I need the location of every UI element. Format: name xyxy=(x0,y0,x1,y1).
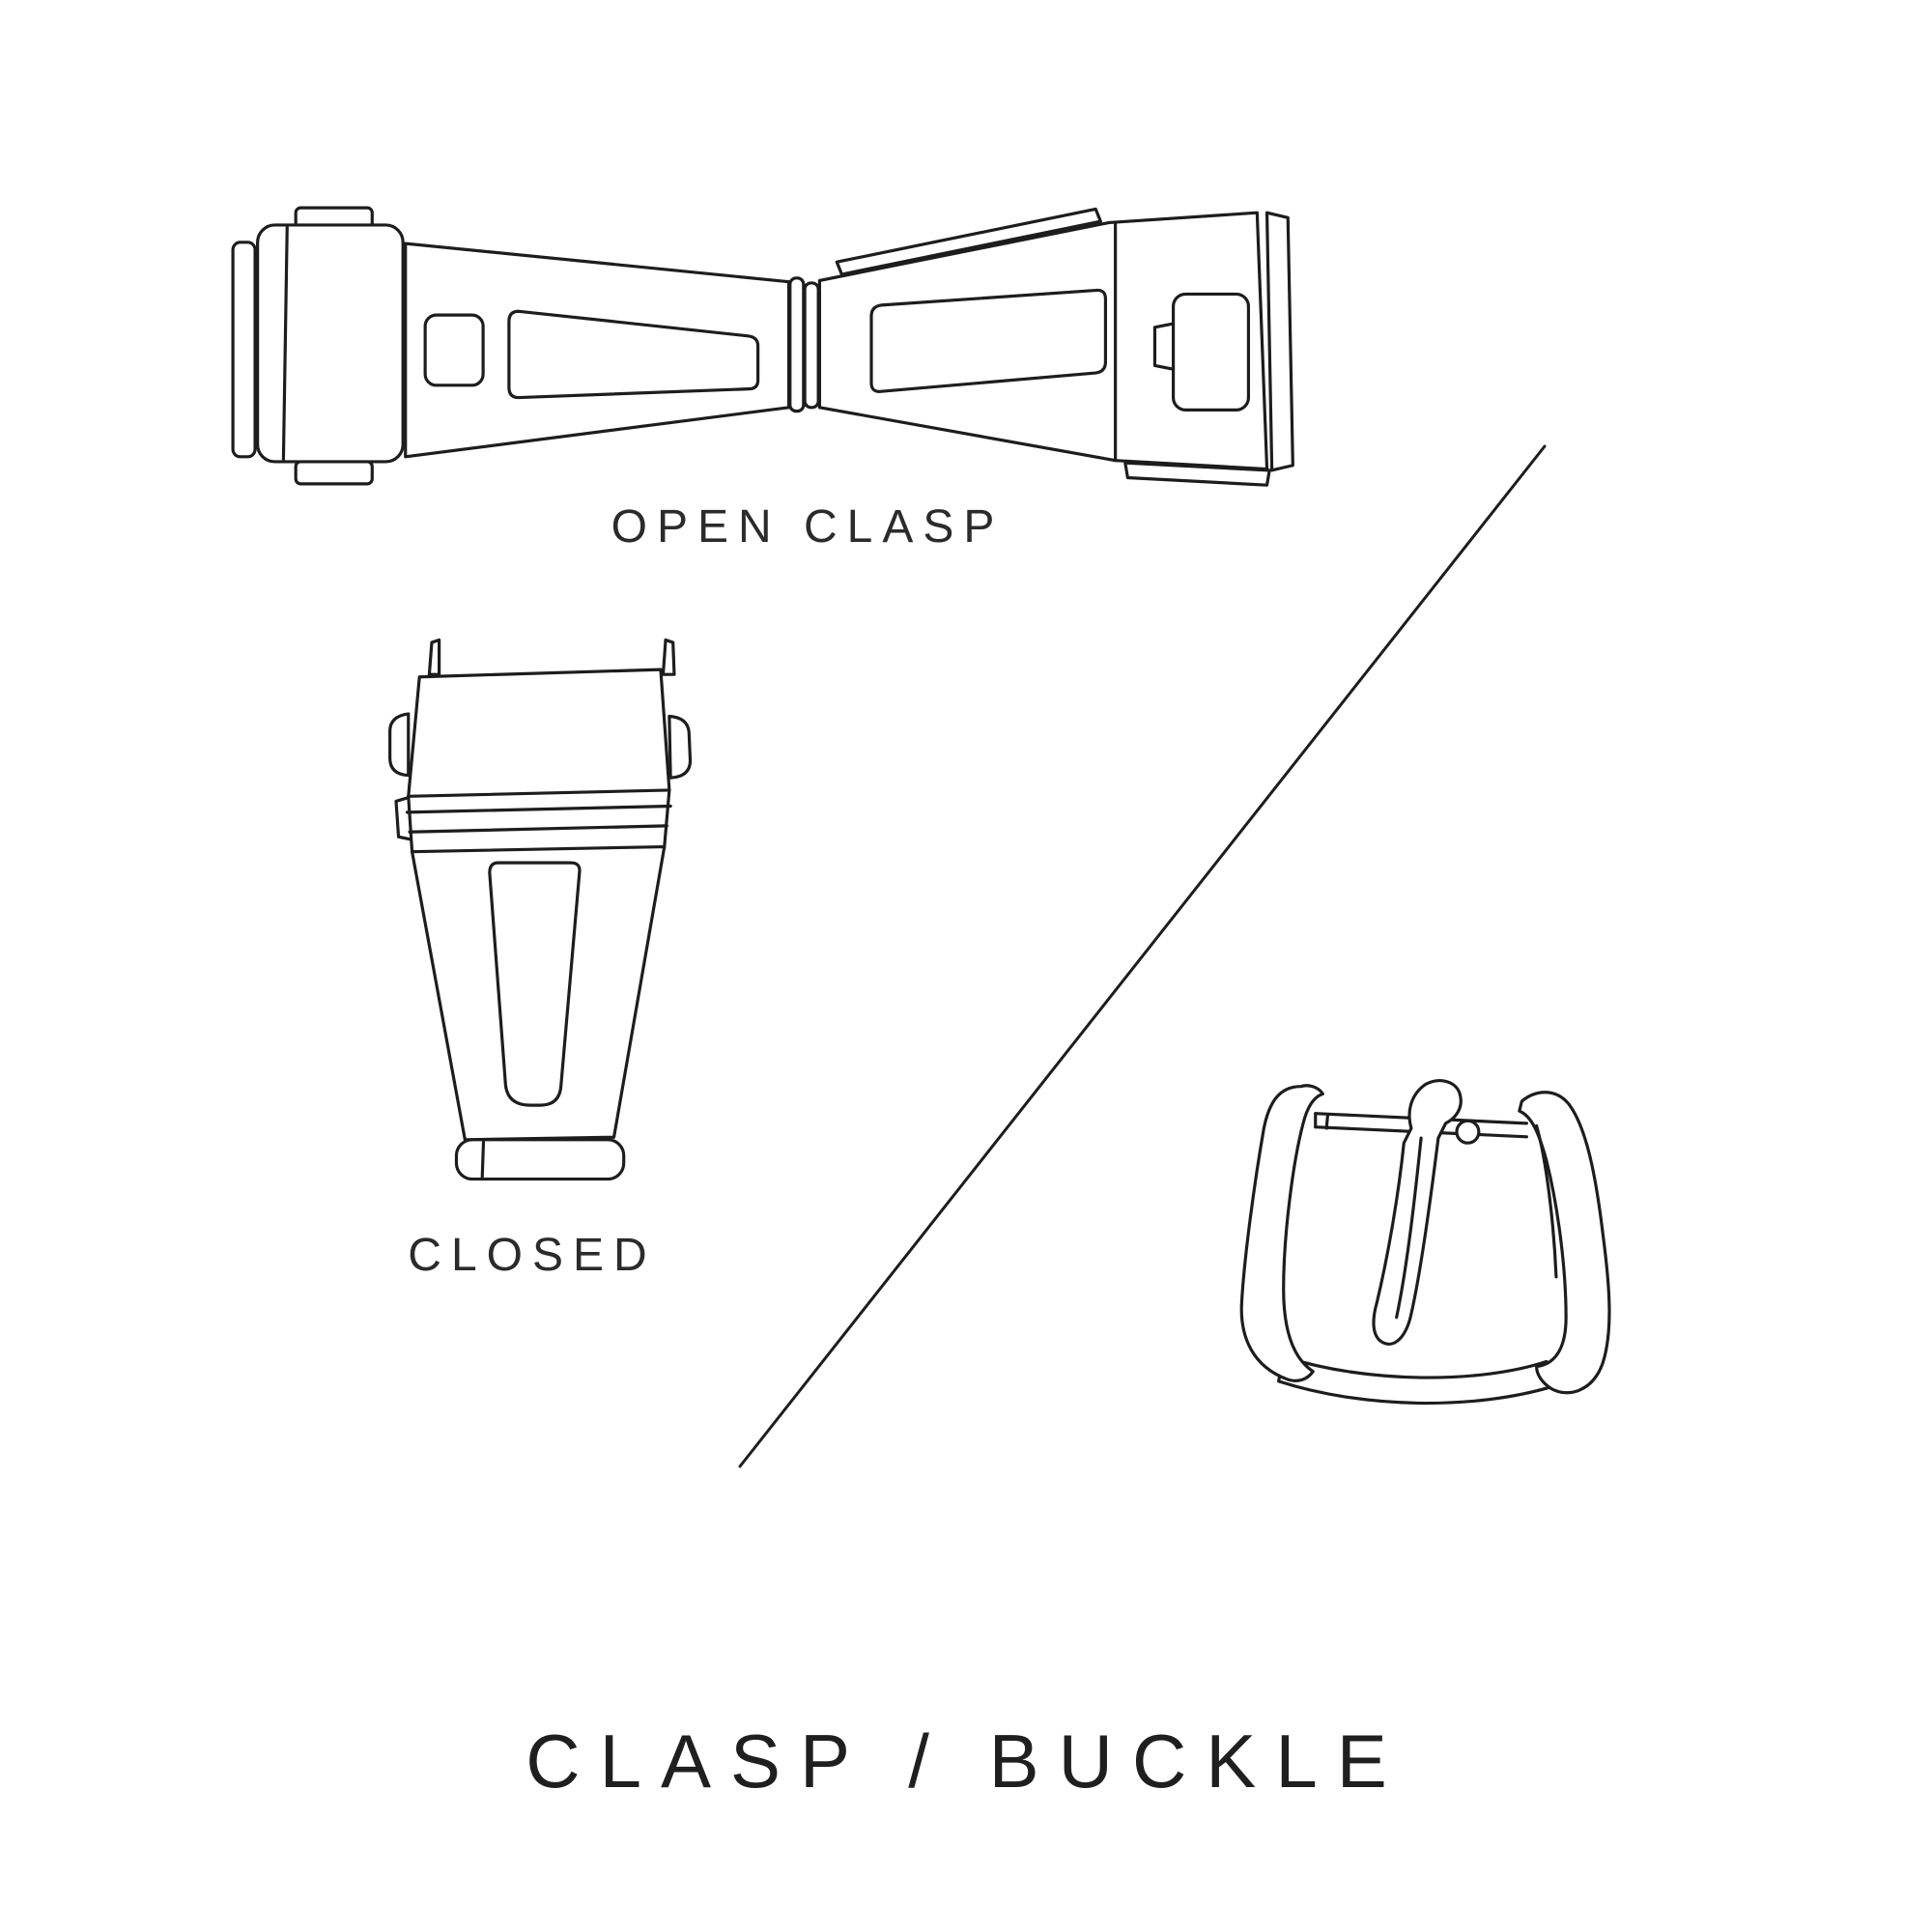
buckle-illustration xyxy=(1227,1074,1633,1418)
open-clasp-caption: OPEN CLASP xyxy=(611,501,1005,553)
closed-clasp-drawing xyxy=(388,638,693,1181)
diagonal-divider xyxy=(736,442,1548,1470)
open-clasp-illustration xyxy=(228,185,1300,506)
diagonal-divider-line xyxy=(738,444,1547,1468)
page-title: CLASP / BUCKLE xyxy=(526,1719,1406,1804)
open-clasp-drawing xyxy=(231,206,1294,487)
closed-clasp-caption: CLOSED xyxy=(408,1230,657,1281)
closed-clasp-illustration xyxy=(383,638,715,1188)
buckle-drawing xyxy=(1239,1079,1611,1406)
